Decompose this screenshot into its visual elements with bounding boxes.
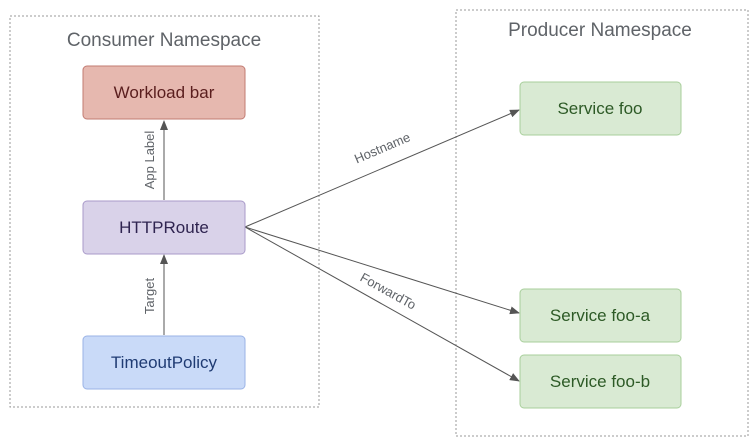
forward-to-edge-label: ForwardTo bbox=[358, 270, 419, 313]
service-foo-b-box bbox=[519, 354, 682, 409]
timeout-policy-box bbox=[82, 335, 246, 390]
target-edge-label: Target bbox=[142, 278, 157, 315]
service-foo-b-node[interactable]: Service foo-b bbox=[519, 354, 682, 409]
producer-namespace-box bbox=[455, 9, 749, 437]
service-foo-box bbox=[519, 81, 682, 136]
service-foo-a-node[interactable]: Service foo-a bbox=[519, 288, 682, 343]
timeout-policy-node[interactable]: TimeoutPolicy bbox=[82, 335, 246, 390]
workload-bar-label: Workload bar bbox=[114, 83, 215, 102]
httproute-label: HTTPRoute bbox=[119, 218, 209, 237]
consumer-namespace-title: Consumer Namespace bbox=[67, 30, 261, 51]
timeout-policy-label: TimeoutPolicy bbox=[111, 353, 218, 372]
workload-bar-node[interactable]: Workload bar bbox=[82, 65, 246, 120]
app-label-edge-label: App Label bbox=[142, 131, 157, 190]
workload-bar-box bbox=[82, 65, 246, 120]
hostname-edge-label: Hostname bbox=[352, 129, 412, 166]
consumer-namespace-box bbox=[9, 15, 320, 408]
service-foo-a-label: Service foo-a bbox=[550, 306, 651, 325]
httproute-box bbox=[82, 200, 246, 255]
service-foo-a-box bbox=[519, 288, 682, 343]
service-foo-b-label: Service foo-b bbox=[550, 372, 650, 391]
hostname-arrow bbox=[244, 109, 520, 228]
forward-to-arrow-b bbox=[244, 226, 520, 382]
service-foo-node[interactable]: Service foo bbox=[519, 81, 682, 136]
producer-namespace-title: Producer Namespace bbox=[508, 20, 692, 41]
httproute-node[interactable]: HTTPRoute bbox=[82, 200, 246, 255]
forward-to-arrow-a bbox=[244, 226, 520, 315]
service-foo-label: Service foo bbox=[557, 99, 642, 118]
